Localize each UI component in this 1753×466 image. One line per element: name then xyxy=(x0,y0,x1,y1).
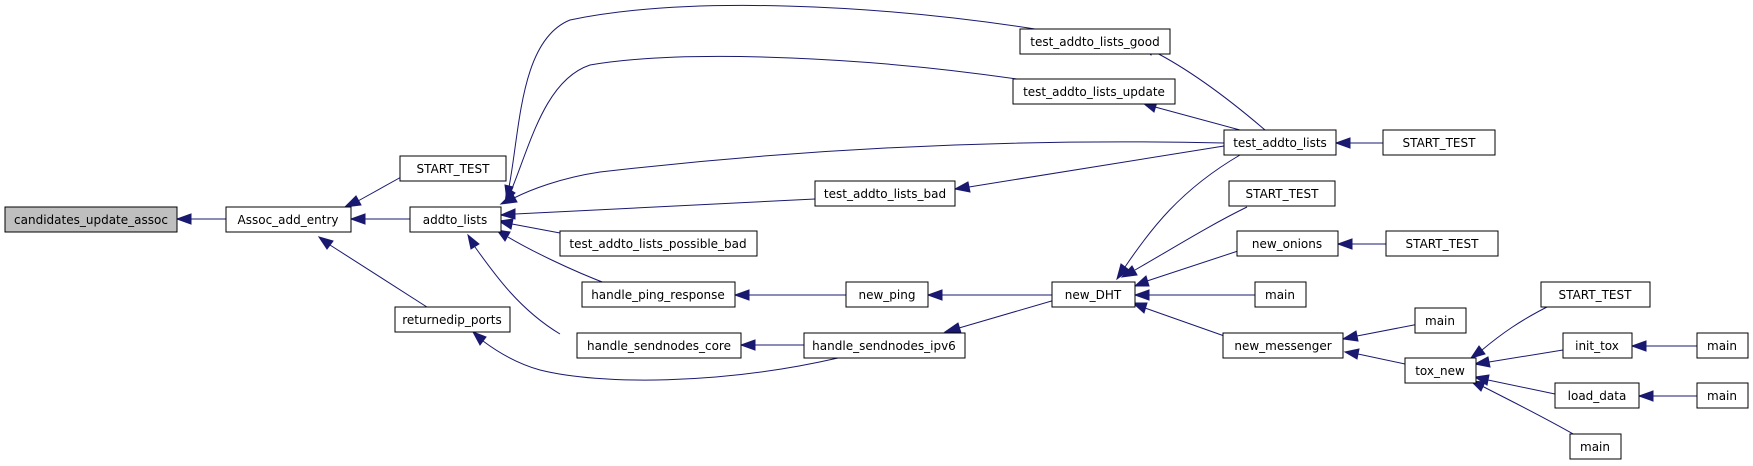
node-label: handle_ping_response xyxy=(591,288,725,302)
node-label: addto_lists xyxy=(423,213,488,227)
node-label: main xyxy=(1580,440,1610,454)
edge-main-to-new-messenger xyxy=(1341,323,1420,342)
node-start-test-3[interactable]: START_TEST xyxy=(1228,180,1336,207)
node-label: new_onions xyxy=(1252,237,1322,251)
node-handle-sendnodes-ipv6[interactable]: handle_sendnodes_ipv6 xyxy=(803,332,966,359)
node-test-addto-lists-possible-bad[interactable]: test_addto_lists_possible_bad xyxy=(559,230,758,257)
node-test-addto-lists-good[interactable]: test_addto_lists_good xyxy=(1019,28,1171,55)
node-start-test-2[interactable]: START_TEST xyxy=(1382,129,1496,156)
edge-returnedip-ports-to-handle-sendnodes-ipv6 xyxy=(471,331,839,381)
node-label: main xyxy=(1265,288,1295,302)
edge-test-addto-lists-to-new-dht xyxy=(1116,154,1241,281)
node-label: START_TEST xyxy=(1246,187,1320,201)
node-label: START_TEST xyxy=(1403,136,1477,150)
node-label: main xyxy=(1707,389,1737,403)
node-label: test_addto_lists_bad xyxy=(824,187,946,201)
node-assoc-add-entry[interactable]: Assoc_add_entry xyxy=(225,206,352,233)
node-init-tox[interactable]: init_tox xyxy=(1562,332,1633,359)
node-test-addto-lists-bad[interactable]: test_addto_lists_bad xyxy=(814,180,956,207)
edge-addto-lists-to-assoc-add-entry xyxy=(349,213,410,225)
node-label: candidates_update_assoc xyxy=(14,213,168,227)
edge-handle-ping-response-to-addto-lists xyxy=(495,229,611,286)
node-label: Assoc_add_entry xyxy=(238,213,339,227)
node-new-ping[interactable]: new_ping xyxy=(845,281,929,308)
node-start-test-5[interactable]: START_TEST xyxy=(1540,281,1651,308)
node-main-1[interactable]: main xyxy=(1254,281,1307,308)
edge-tox-new-to-new-messenger xyxy=(1343,348,1406,365)
node-label: handle_sendnodes_core xyxy=(587,339,731,353)
edge-assoc-add-entry-to-candidates-update-assoc xyxy=(175,213,226,225)
node-label: returnedip_ports xyxy=(402,313,502,327)
node-label: test_addto_lists_possible_bad xyxy=(569,237,746,251)
node-candidates-update-assoc[interactable]: candidates_update_assoc xyxy=(4,206,178,233)
edge-new-dht-to-handle-sendnodes-ipv6 xyxy=(943,299,1056,334)
node-label: handle_sendnodes_ipv6 xyxy=(812,339,956,353)
node-label: test_addto_lists xyxy=(1233,136,1327,150)
node-handle-sendnodes-core[interactable]: handle_sendnodes_core xyxy=(576,332,742,359)
node-label: test_addto_lists_good xyxy=(1030,35,1159,49)
node-test-addto-lists[interactable]: test_addto_lists xyxy=(1223,129,1337,156)
node-main-5[interactable]: main xyxy=(1569,433,1622,460)
edge-test-addto-lists-to-test-addto-lists-update xyxy=(1141,101,1241,131)
node-main-3[interactable]: main xyxy=(1696,332,1749,359)
edge-test-addto-lists-to-addto-lists xyxy=(499,141,1225,205)
node-handle-ping-response[interactable]: handle_ping_response xyxy=(581,281,736,308)
edge-load-data-to-tox-new xyxy=(1473,374,1556,395)
nodes: candidates_update_assoc Assoc_add_entry … xyxy=(4,28,1749,460)
edge-main-to-load-data xyxy=(1637,390,1697,402)
edge-main-to-new-dht xyxy=(1133,289,1255,301)
node-test-addto-lists-update[interactable]: test_addto_lists_update xyxy=(1012,78,1176,105)
node-main-2[interactable]: main xyxy=(1414,307,1467,334)
node-label: START_TEST xyxy=(1406,237,1480,251)
node-start-test-1[interactable]: START_TEST xyxy=(399,155,507,182)
node-tox-new[interactable]: tox_new xyxy=(1404,357,1477,384)
edge-new-dht-to-new-ping xyxy=(926,289,1052,301)
edges xyxy=(175,4,1697,436)
node-label: new_ping xyxy=(859,288,916,302)
edge-handle-sendnodes-core-to-addto-lists xyxy=(467,233,561,335)
edge-test-addto-lists-bad-to-addto-lists xyxy=(499,198,816,220)
node-new-onions[interactable]: new_onions xyxy=(1236,230,1339,257)
edge-new-ping-to-handle-ping-response xyxy=(733,289,846,301)
edge-returnedip-ports-to-assoc-add-entry xyxy=(317,236,431,310)
node-label: init_tox xyxy=(1575,339,1619,353)
edge-new-messenger-to-new-dht xyxy=(1131,302,1231,339)
node-load-data[interactable]: load_data xyxy=(1554,382,1640,409)
edge-test-addto-lists-to-test-addto-lists-bad xyxy=(953,145,1225,193)
node-start-test-4[interactable]: START_TEST xyxy=(1385,230,1499,257)
node-label: test_addto_lists_update xyxy=(1023,85,1165,99)
edge-start-test-to-tox-new xyxy=(1469,302,1556,359)
node-label: main xyxy=(1425,314,1455,328)
edge-start-test-to-test-addto-lists xyxy=(1334,137,1383,149)
edge-test-addto-lists-possible-bad-to-addto-lists xyxy=(497,218,561,234)
edge-start-test-to-new-onions xyxy=(1336,238,1386,250)
node-label: START_TEST xyxy=(417,162,491,176)
edge-init-tox-to-tox-new xyxy=(1473,349,1564,368)
edge-start-test-to-new-dht xyxy=(1120,206,1248,278)
node-label: load_data xyxy=(1568,389,1627,403)
node-label: tox_new xyxy=(1415,364,1465,378)
node-main-4[interactable]: main xyxy=(1696,382,1749,409)
node-label: new_DHT xyxy=(1065,288,1122,302)
node-new-messenger[interactable]: new_messenger xyxy=(1222,332,1344,359)
edge-handle-sendnodes-ipv6-to-handle-sendnodes-core xyxy=(739,339,804,351)
edge-start-test-to-assoc-add-entry xyxy=(343,175,404,208)
edge-test-addto-lists-good-to-addto-lists xyxy=(504,4,1036,203)
edge-new-onions-to-new-dht xyxy=(1133,250,1239,287)
node-label: START_TEST xyxy=(1559,288,1633,302)
node-label: main xyxy=(1707,339,1737,353)
node-new-dht[interactable]: new_DHT xyxy=(1051,281,1136,308)
node-addto-lists[interactable]: addto_lists xyxy=(409,206,502,233)
node-label: new_messenger xyxy=(1234,339,1331,353)
edge-main-to-init-tox xyxy=(1630,340,1697,352)
node-returnedip-ports[interactable]: returnedip_ports xyxy=(394,306,511,333)
